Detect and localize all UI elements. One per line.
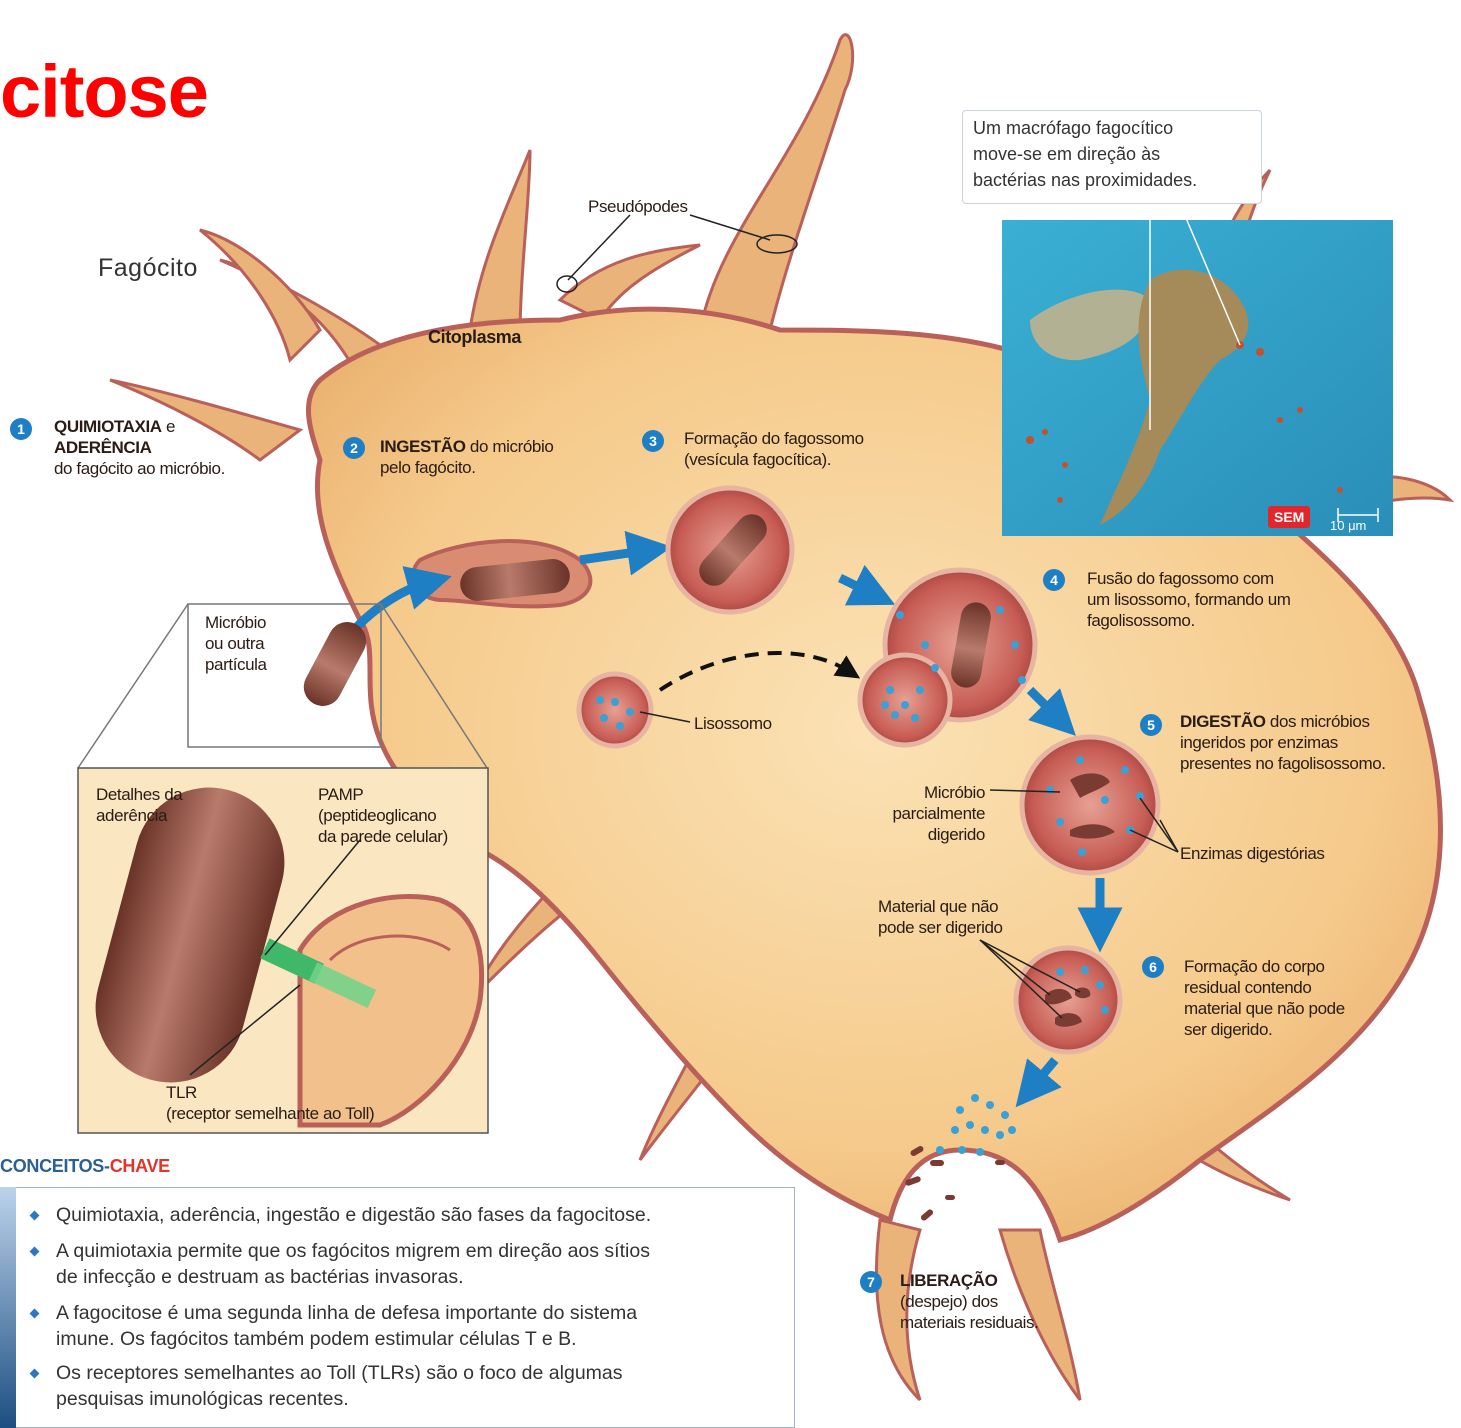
- phagosome: [668, 488, 792, 612]
- step-1-badge: 1: [10, 418, 32, 440]
- step-3-text-a: Formação do fagossomo: [684, 429, 864, 448]
- step-2-text-b: pelo fagócito.: [380, 458, 476, 477]
- step-5-text: DIGESTÃO dos micróbios ingeridos por enz…: [1180, 711, 1386, 774]
- step-1-text-a: e: [162, 417, 175, 436]
- callout-line: Um macrófago fagocítico: [973, 115, 1261, 141]
- step-4-text: Fusão do fagossomo com um lisossomo, for…: [1087, 568, 1291, 631]
- step-3-text-b: (vesícula fagocítica).: [684, 450, 831, 469]
- macrophage-callout: Um macrófago fagocítico move-se em direç…: [962, 110, 1262, 204]
- callout-line: move-se em direção às: [973, 141, 1261, 167]
- step-7-badge: 7: [860, 1271, 882, 1293]
- step-6-text-a: Formação do corpo: [1184, 957, 1325, 976]
- step-6-text: Formação do corpo residual contendo mate…: [1184, 956, 1345, 1040]
- step-1-text-b: do fagócito ao micróbio.: [54, 459, 225, 478]
- concept-item: Quimiotaxia, aderência, ingestão e diges…: [56, 1202, 651, 1228]
- pseudopods-label: Pseudópodes: [588, 196, 688, 217]
- step-4-text-b: um lisossomo, formando um: [1087, 590, 1291, 609]
- step-3-text: Formação do fagossomo (vesícula fagocíti…: [684, 428, 864, 470]
- callout-line: bactérias nas proximidades.: [973, 167, 1261, 193]
- scale-bar-label: 10 μm: [1330, 518, 1366, 533]
- sem-badge: SEM: [1268, 506, 1310, 528]
- step-1-title: QUIMIOTAXIA: [54, 417, 162, 436]
- bacterium-approaching: [297, 615, 373, 712]
- step-6-text-b: residual contendo: [1184, 978, 1311, 997]
- cytoplasm-label: Citoplasma: [428, 327, 521, 348]
- lysosome-label: Lisossomo: [694, 713, 772, 734]
- step-7-text-b: (despejo) dos: [900, 1292, 998, 1311]
- step-2-title: INGESTÃO: [380, 437, 466, 456]
- concept-item: Os receptores semelhantes ao Toll (TLRs)…: [56, 1360, 623, 1412]
- step-7-text: LIBERAÇÃO (despejo) dos materiais residu…: [900, 1270, 1038, 1333]
- step-1-text: QUIMIOTAXIA e ADERÊNCIA do fagócito ao m…: [54, 416, 225, 479]
- tlr-label: TLR(receptor semelhante ao Toll): [166, 1082, 374, 1124]
- step-2-text: INGESTÃO do micróbio pelo fagócito.: [380, 436, 553, 478]
- page-title: citose: [0, 52, 208, 132]
- sem-micrograph: [1002, 204, 1393, 536]
- concept-item: A fagocitose é uma segunda linha de defe…: [56, 1300, 637, 1352]
- step-5-text-c: presentes no fagolisossomo.: [1180, 754, 1386, 773]
- step-5-text-a: dos micróbios: [1266, 712, 1370, 731]
- step-5-badge: 5: [1140, 714, 1162, 736]
- step-4-badge: 4: [1043, 569, 1065, 591]
- step-4-text-c: fagolisossomo.: [1087, 611, 1195, 630]
- enzymes-label: Enzimas digestórias: [1180, 843, 1325, 864]
- step-5-title: DIGESTÃO: [1180, 712, 1266, 731]
- step-5-text-b: ingeridos por enzimas: [1180, 733, 1338, 752]
- concepts-heading: CONCEITOS-CHAVE: [0, 1156, 170, 1177]
- step-6-badge: 6: [1142, 956, 1164, 978]
- step-7-title: LIBERAÇÃO: [900, 1271, 997, 1290]
- step-6-text-c: material que não pode: [1184, 999, 1345, 1018]
- cell-label: Fagócito: [98, 254, 198, 282]
- concept-item: A quimiotaxia permite que os fagócitos m…: [56, 1238, 650, 1290]
- step-6-text-d: ser digerido.: [1184, 1020, 1272, 1039]
- step-4-text-a: Fusão do fagossomo com: [1087, 569, 1274, 588]
- concepts-sidebar: [0, 1187, 16, 1428]
- step-2-badge: 2: [343, 437, 365, 459]
- step-2-text-a: do micróbio: [466, 437, 554, 456]
- step-7-text-c: materiais residuais.: [900, 1313, 1038, 1332]
- step-1-title-b: ADERÊNCIA: [54, 438, 151, 457]
- step-3-badge: 3: [642, 430, 664, 452]
